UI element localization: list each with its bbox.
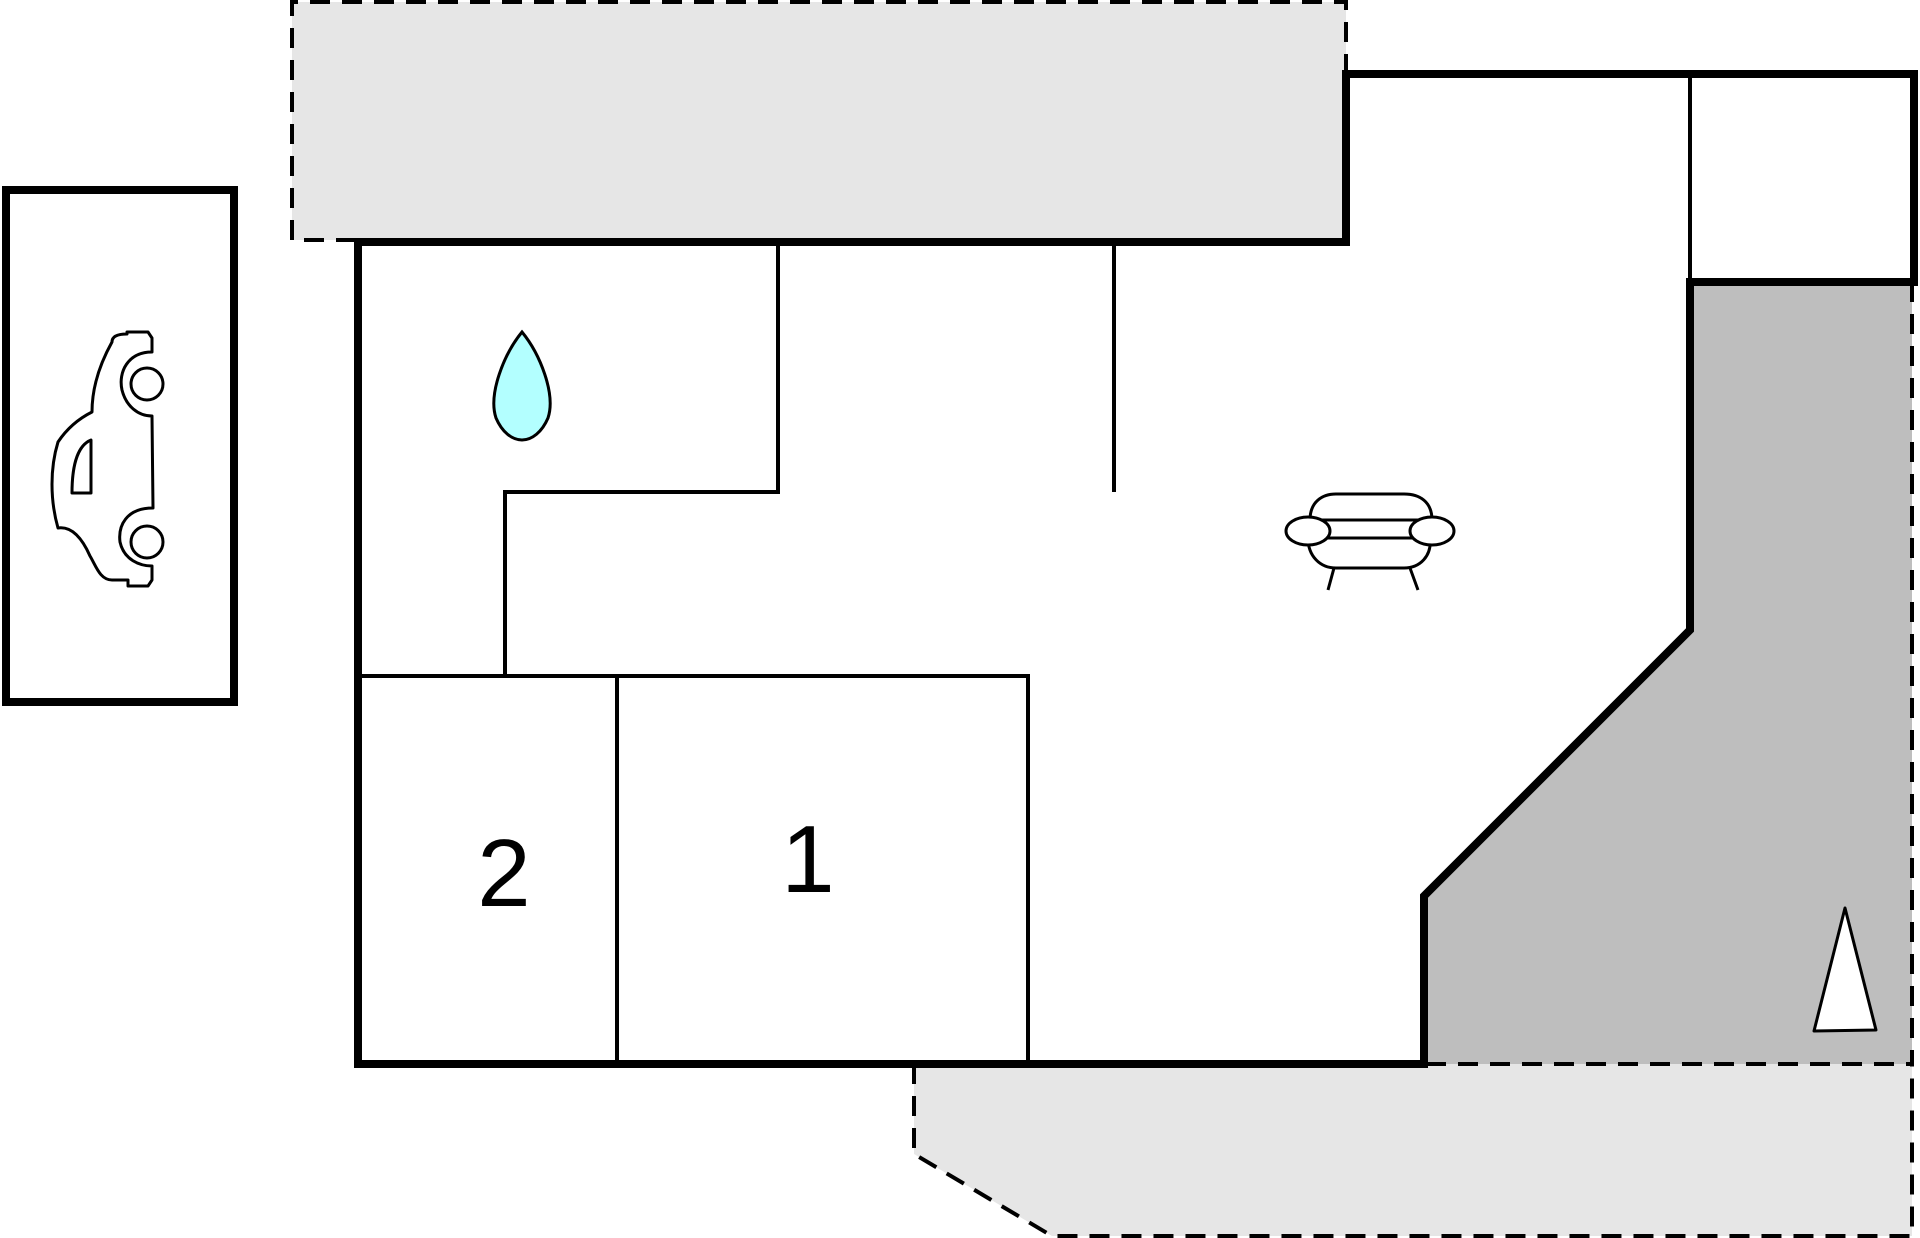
car-wheel-front xyxy=(129,366,165,402)
bathroom-wall xyxy=(503,242,780,676)
sofa-leg-right xyxy=(1408,567,1420,591)
car-wheel-rear xyxy=(129,524,165,560)
sofa-back xyxy=(1308,492,1434,522)
sofa-arm-left xyxy=(1284,515,1332,547)
bottom-terrace-border xyxy=(912,1064,1914,1238)
water-drop-icon xyxy=(492,329,552,442)
sofa-arm-right xyxy=(1408,515,1456,547)
bottom-terrace-area xyxy=(914,1064,1912,1236)
room-label-1: 1 xyxy=(781,806,834,913)
covered-area-border xyxy=(1424,282,1914,1066)
bedrooms-top-wall xyxy=(358,674,1030,1064)
top-terrace-area xyxy=(292,2,1346,240)
car-window xyxy=(70,438,93,495)
sofa-seat xyxy=(1306,536,1432,570)
sofa-icon xyxy=(1284,492,1456,591)
interior-walls xyxy=(358,74,1692,1064)
sofa-leg-left xyxy=(1326,567,1336,591)
covered-area xyxy=(1424,282,1912,1064)
room-label-2: 2 xyxy=(477,820,530,927)
tent-icon xyxy=(1812,906,1878,1033)
top-terrace-border xyxy=(290,0,1348,242)
car-icon xyxy=(50,330,165,588)
